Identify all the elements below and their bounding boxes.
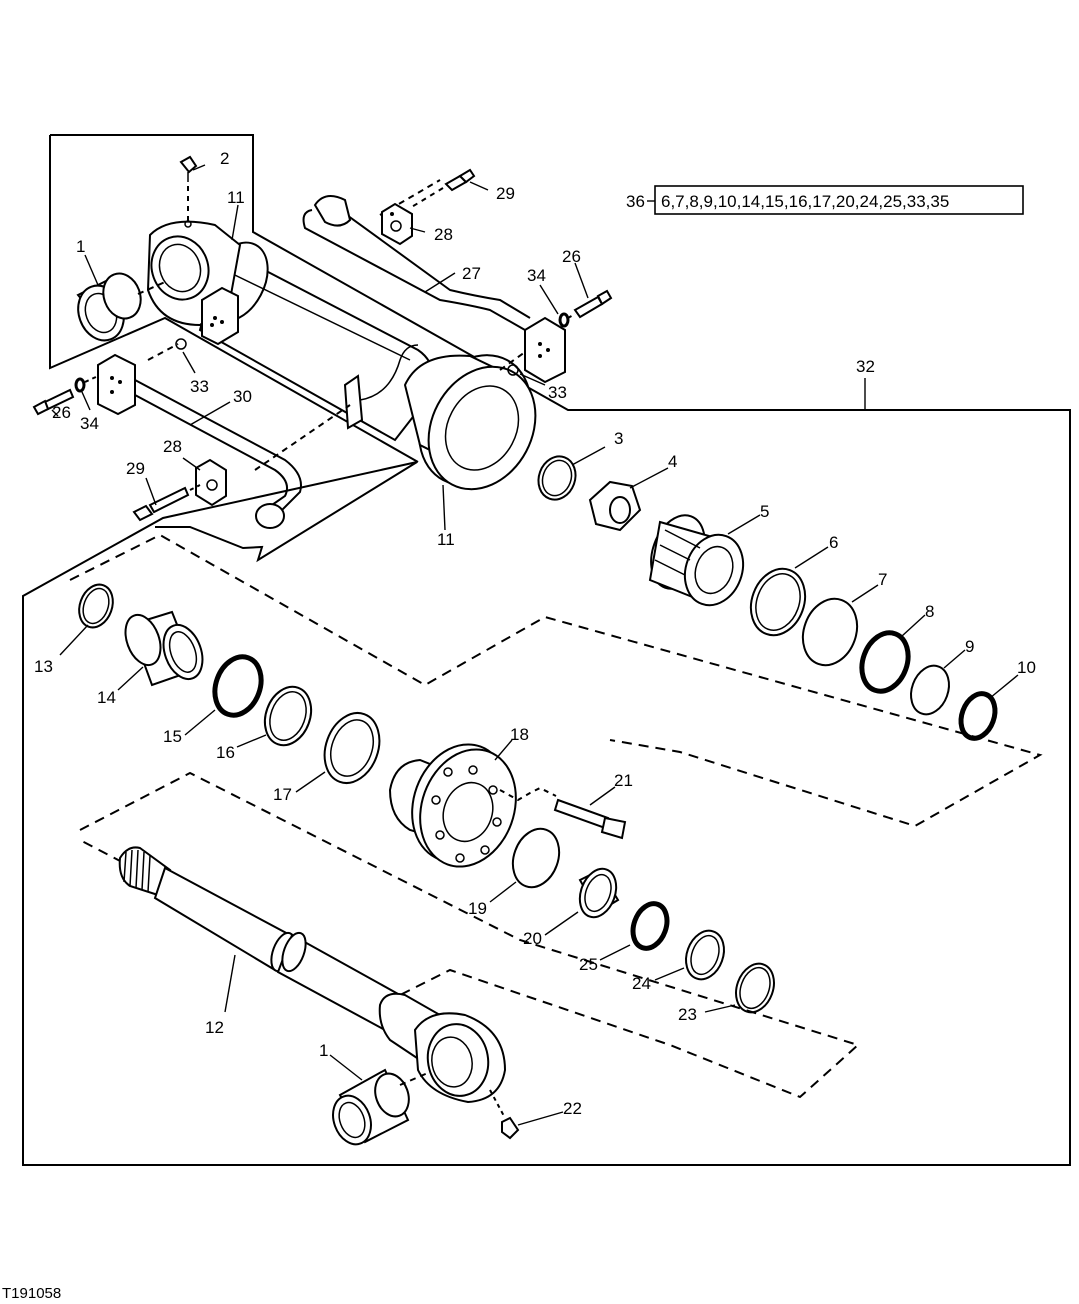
bolt-21 [499,786,627,840]
callout-8: 8 [925,602,934,621]
callout-9: 9 [965,637,974,656]
gland-18 [388,743,517,868]
callout-23: 23 [678,1005,697,1024]
kit-callout: 36 6,7,8,9,10,14,15,16,17,20,24,25,33,35 [626,185,1024,215]
ring-9 [910,664,950,716]
callout-4: 4 [668,452,677,471]
callout-17: 17 [273,785,292,804]
snap-ring-3 [537,455,577,501]
callout-10: 10 [1017,658,1036,677]
callout-33-left: 33 [190,377,209,396]
callout-12: 12 [205,1018,224,1037]
kit-contents: 6,7,8,9,10,14,15,16,17,20,24,25,33,35 [661,192,949,211]
bolt-left-upper [32,375,99,416]
bolt-top [409,168,476,209]
ring-16 [263,685,313,747]
callout-11-bottom: 11 [437,530,455,549]
hydraulic-tube-lower [97,338,351,529]
callout-25: 25 [579,955,598,974]
callout-32: 32 [856,357,875,376]
bolt-right [507,289,613,376]
callout-3: 3 [614,429,623,448]
callout-18: 18 [510,725,529,744]
callout-30: 30 [233,387,252,406]
callout-11-top: 11 [227,188,245,207]
callout-28-top: 28 [434,225,453,244]
callout-27: 27 [462,264,481,283]
kit-number: 36 [626,192,645,211]
seal-10 [958,691,998,741]
callout-6: 6 [829,533,838,552]
callout-29-left: 29 [126,459,145,478]
bolt-left [132,484,201,522]
callout-19: 19 [468,899,487,918]
callout-26-left: 26 [52,403,71,422]
callout-1-top: 1 [76,237,85,256]
seal-19 [511,827,561,889]
ring-24 [685,929,725,981]
callout-26-right: 26 [562,247,581,266]
callout-29-top: 29 [496,184,515,203]
kit-box [654,185,1024,215]
callout-16: 16 [216,743,235,762]
snap-ring-13 [78,583,114,629]
seal-8 [859,630,911,694]
callout-20: 20 [523,929,542,948]
hydraulic-tube-upper [302,179,566,384]
nut-4 [588,480,642,532]
figure-id: T191058 [2,1285,61,1302]
clamp-top [381,202,413,246]
bushing-bottom [332,1068,431,1146]
callout-14: 14 [97,688,116,707]
clamp-left [195,458,227,507]
ring-20 [578,867,620,919]
callout-15: 15 [163,727,182,746]
piston-rod-12 [118,846,507,1104]
grease-fitting-bottom [489,1089,520,1140]
callout-13: 13 [34,657,53,676]
piston-5 [648,514,745,607]
cylinder-group-outline-left [49,135,419,463]
callout-1-bottom: 1 [319,1041,328,1060]
callout-28-left: 28 [163,437,182,456]
callout-34-right: 34 [527,266,546,285]
callout-24: 24 [632,974,651,993]
seal-15 [212,654,264,718]
seal-25 [630,901,670,951]
wear-band-6 [749,567,807,637]
ring-17 [323,712,381,784]
callout-34-left: 34 [80,414,99,433]
piston-seal-group-outline [69,533,1043,828]
callout-21: 21 [614,771,633,790]
callout-33-right: 33 [548,383,567,402]
bushing-14 [124,610,204,687]
bushing-top [76,272,166,342]
callout-22: 22 [563,1099,582,1118]
cylinder-group-outline [22,134,1071,1166]
callout-2: 2 [220,149,229,168]
grease-fitting-top [179,155,198,228]
callout-7: 7 [878,570,887,589]
callout-5: 5 [760,502,769,521]
leader-lines [51,164,1019,1126]
ring-7 [801,597,859,667]
cylinder-barrel [146,220,537,491]
snap-ring-23 [735,962,775,1014]
